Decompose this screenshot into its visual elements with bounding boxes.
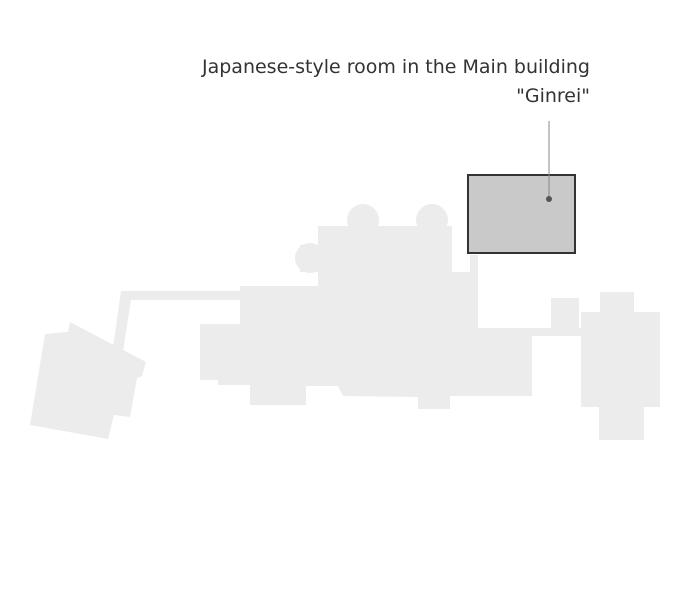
room-label-line2: "Ginrei" <box>516 85 590 107</box>
ginrei-room[interactable] <box>467 174 576 254</box>
tower-round-2 <box>416 204 448 236</box>
east-annex <box>551 298 579 336</box>
tower-round-1 <box>347 204 379 236</box>
room-label: Japanese-style room in the Main building… <box>202 53 590 111</box>
east-wing-block <box>581 292 660 440</box>
corridor-connector <box>111 291 240 364</box>
highlighted-room[interactable] <box>467 121 576 254</box>
room-label-line1: Japanese-style room in the Main building <box>202 56 590 78</box>
west-wing-block <box>30 322 146 439</box>
side-round <box>295 243 325 273</box>
building-footprint <box>30 204 660 440</box>
main-building-block <box>200 226 532 409</box>
room-marker-dot <box>546 196 552 202</box>
